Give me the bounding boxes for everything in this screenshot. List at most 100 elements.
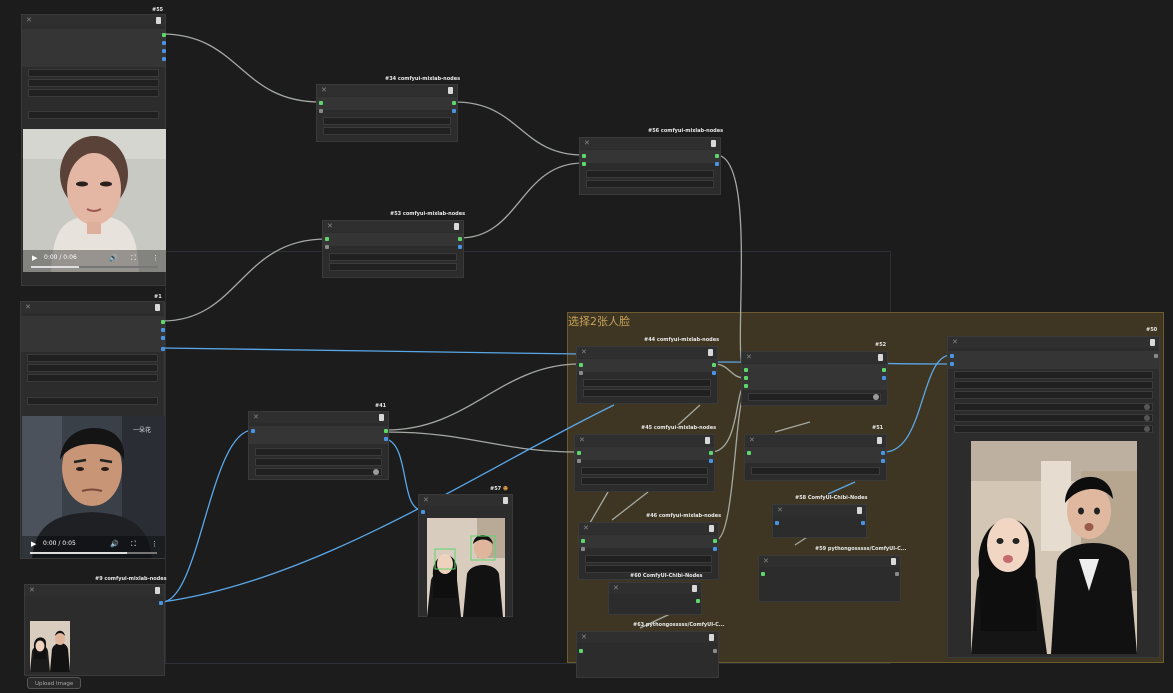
output-port[interactable] bbox=[162, 49, 166, 53]
node-44[interactable]: ✕ bbox=[576, 346, 718, 404]
close-icon[interactable]: ✕ bbox=[763, 557, 769, 565]
close-icon[interactable]: ✕ bbox=[26, 16, 32, 24]
document-icon[interactable] bbox=[155, 304, 160, 311]
widget-row[interactable] bbox=[954, 371, 1153, 379]
node-59[interactable]: ✕ bbox=[758, 555, 901, 602]
fullscreen-icon[interactable]: ⛶ bbox=[131, 254, 136, 262]
input-port[interactable] bbox=[577, 451, 581, 455]
widget-row[interactable] bbox=[585, 555, 712, 563]
output-port[interactable] bbox=[384, 429, 388, 433]
output-port[interactable] bbox=[709, 459, 713, 463]
widget-row[interactable] bbox=[586, 170, 714, 178]
output-port[interactable] bbox=[713, 539, 717, 543]
output-port[interactable] bbox=[161, 328, 165, 332]
output-port[interactable] bbox=[159, 601, 163, 605]
widget-row[interactable] bbox=[954, 391, 1153, 399]
widget-row[interactable] bbox=[28, 69, 159, 77]
close-icon[interactable]: ✕ bbox=[746, 353, 752, 361]
close-icon[interactable]: ✕ bbox=[613, 584, 619, 592]
node-header[interactable]: ✕ bbox=[577, 632, 718, 643]
input-port[interactable] bbox=[744, 376, 748, 380]
input-port[interactable] bbox=[950, 362, 954, 366]
document-icon[interactable] bbox=[1150, 339, 1155, 346]
document-icon[interactable] bbox=[156, 17, 161, 24]
output-port[interactable] bbox=[162, 57, 166, 61]
node-header[interactable]: ✕ bbox=[577, 347, 717, 358]
close-icon[interactable]: ✕ bbox=[583, 524, 589, 532]
node-header[interactable]: ✕ bbox=[948, 337, 1159, 348]
node-header[interactable]: ✕ bbox=[419, 495, 512, 506]
video-preview[interactable]: 一朵花 ▶ 0:00 / 0:05 🔊 ⛶ ⋮ bbox=[22, 416, 165, 558]
widget-row[interactable] bbox=[954, 425, 1153, 433]
fullscreen-icon[interactable]: ⛶ bbox=[131, 540, 136, 548]
close-icon[interactable]: ✕ bbox=[749, 436, 755, 444]
node-57[interactable]: ✕ bbox=[418, 494, 513, 617]
widget-row[interactable] bbox=[27, 397, 158, 405]
widget-row[interactable] bbox=[27, 364, 158, 372]
document-icon[interactable] bbox=[877, 437, 882, 444]
more-vertical-icon[interactable]: ⋮ bbox=[151, 540, 158, 548]
widget-row[interactable] bbox=[323, 117, 451, 125]
close-icon[interactable]: ✕ bbox=[581, 348, 587, 356]
node-header[interactable]: ✕ bbox=[22, 15, 165, 26]
input-port[interactable] bbox=[579, 371, 583, 375]
close-icon[interactable]: ✕ bbox=[327, 222, 333, 230]
widget-row[interactable] bbox=[581, 467, 708, 475]
widget-row[interactable] bbox=[255, 468, 382, 476]
output-port[interactable] bbox=[452, 109, 456, 113]
node-header[interactable]: ✕ bbox=[323, 221, 463, 232]
close-icon[interactable]: ✕ bbox=[579, 436, 585, 444]
output-port[interactable] bbox=[713, 649, 717, 653]
input-port[interactable] bbox=[581, 539, 585, 543]
input-port[interactable] bbox=[319, 109, 323, 113]
node-45[interactable]: ✕ bbox=[574, 434, 715, 492]
input-port[interactable] bbox=[744, 368, 748, 372]
node-55[interactable]: ✕ ▶ 0:00 / 0:06 🔊 ⛶ bbox=[21, 14, 166, 286]
input-port[interactable] bbox=[251, 429, 255, 433]
node-header[interactable]: ✕ bbox=[249, 412, 388, 423]
document-icon[interactable] bbox=[878, 354, 883, 361]
toggle-knob[interactable] bbox=[373, 469, 379, 475]
widget-row[interactable] bbox=[586, 180, 714, 188]
node-63[interactable]: ✕ bbox=[576, 631, 719, 678]
input-port[interactable] bbox=[577, 459, 581, 463]
node-header[interactable]: ✕ bbox=[759, 556, 900, 567]
node-1[interactable]: ✕ 一朵花 ▶ 0:00 / 0:05 bbox=[20, 301, 165, 559]
video-progress[interactable] bbox=[31, 266, 158, 268]
output-port[interactable] bbox=[712, 363, 716, 367]
output-port[interactable] bbox=[458, 237, 462, 241]
document-icon[interactable] bbox=[709, 525, 714, 532]
widget-row[interactable] bbox=[329, 253, 457, 261]
video-preview[interactable]: ▶ 0:00 / 0:06 🔊 ⛶ ⋮ bbox=[23, 129, 166, 272]
volume-icon[interactable]: 🔊 bbox=[110, 540, 119, 548]
volume-icon[interactable]: 🔊 bbox=[109, 254, 118, 262]
node-header[interactable]: ✕ bbox=[609, 583, 701, 594]
output-port[interactable] bbox=[715, 162, 719, 166]
node-41[interactable]: ✕ bbox=[248, 411, 389, 480]
node-52[interactable]: ✕ bbox=[741, 351, 888, 406]
node-header[interactable]: ✕ bbox=[25, 585, 164, 596]
output-port[interactable] bbox=[882, 368, 886, 372]
node-53[interactable]: ✕ bbox=[322, 220, 464, 278]
close-icon[interactable]: ✕ bbox=[952, 338, 958, 346]
input-port[interactable] bbox=[579, 363, 583, 367]
toggle-knob[interactable] bbox=[1144, 415, 1150, 421]
close-icon[interactable]: ✕ bbox=[29, 586, 35, 594]
more-vertical-icon[interactable]: ⋮ bbox=[152, 254, 159, 262]
toggle-knob[interactable] bbox=[1144, 426, 1150, 432]
input-port[interactable] bbox=[582, 162, 586, 166]
widget-row[interactable] bbox=[954, 381, 1153, 389]
node-header[interactable]: ✕ bbox=[21, 302, 164, 313]
input-port[interactable] bbox=[325, 245, 329, 249]
close-icon[interactable]: ✕ bbox=[253, 413, 259, 421]
input-port[interactable] bbox=[744, 384, 748, 388]
output-port[interactable] bbox=[861, 521, 865, 525]
output-port[interactable] bbox=[384, 437, 388, 441]
widget-row[interactable] bbox=[583, 379, 711, 387]
input-port[interactable] bbox=[325, 237, 329, 241]
node-51[interactable]: ✕ bbox=[744, 434, 887, 481]
node-header[interactable]: ✕ bbox=[773, 505, 866, 516]
document-icon[interactable] bbox=[891, 558, 896, 565]
toggle-knob[interactable] bbox=[873, 394, 879, 400]
play-icon[interactable]: ▶ bbox=[31, 540, 37, 548]
